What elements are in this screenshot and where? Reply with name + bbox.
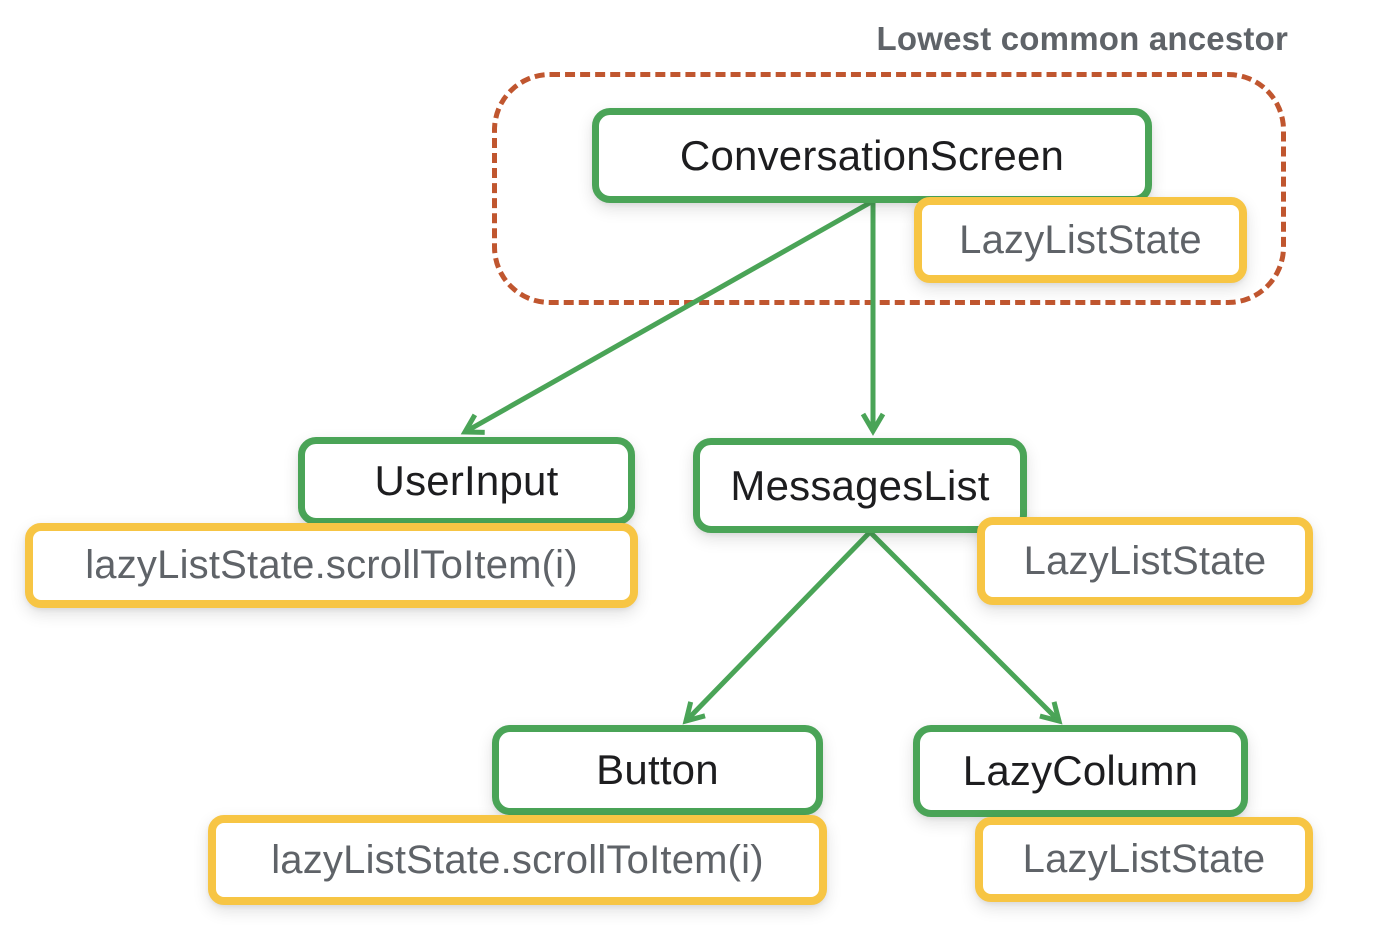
state-lazyliststate-conversation-screen-label: LazyListState [959, 217, 1202, 262]
node-lazy-column: LazyColumn [913, 725, 1248, 817]
node-conversation-screen-label: ConversationScreen [679, 131, 1065, 179]
node-lazy-column-label: LazyColumn [962, 747, 1199, 794]
node-button: Button [492, 725, 823, 815]
edge-messageslist-button [682, 530, 872, 725]
state-lazyliststate-conversation-screen: LazyListState [914, 197, 1247, 283]
node-messages-list: MessagesList [693, 438, 1027, 533]
call-scrolltoitem-user-input-label: lazyListState.scrollToItem(i) [85, 543, 578, 587]
lowest-common-ancestor-title: Lowest common ancestor [876, 20, 1288, 57]
node-conversation-screen: ConversationScreen [592, 108, 1152, 203]
node-user-input: UserInput [298, 437, 635, 525]
state-lazyliststate-messages-list: LazyListState [977, 517, 1313, 605]
node-user-input-label: UserInput [374, 457, 559, 504]
node-button-label: Button [596, 746, 719, 793]
state-lazyliststate-lazy-column-label: LazyListState [1022, 837, 1266, 881]
call-scrolltoitem-button-label: lazyListState.scrollToItem(i) [271, 837, 764, 882]
state-lazyliststate-messages-list-label: LazyListState [1023, 538, 1267, 583]
lowest-common-ancestor-outline [492, 72, 1286, 305]
state-lazyliststate-lazy-column: LazyListState [975, 817, 1313, 902]
call-scrolltoitem-user-input: lazyListState.scrollToItem(i) [25, 523, 638, 608]
call-scrolltoitem-button: lazyListState.scrollToItem(i) [208, 815, 827, 905]
node-messages-list-label: MessagesList [730, 461, 990, 509]
